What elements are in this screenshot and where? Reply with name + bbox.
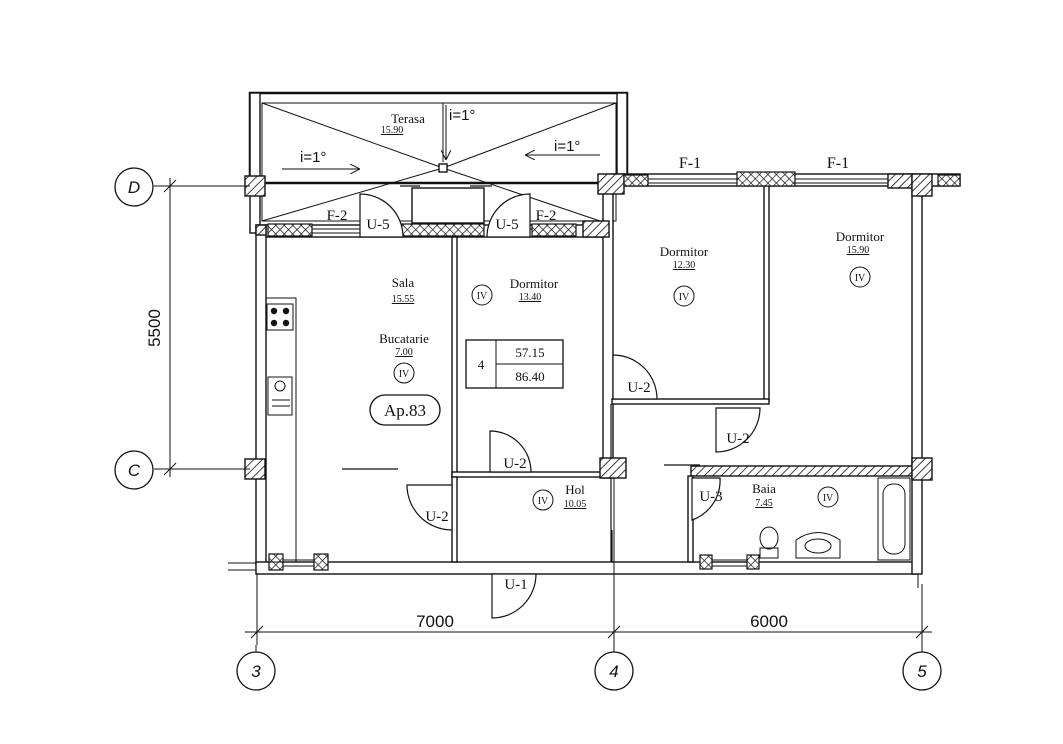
- svg-text:IV: IV: [855, 273, 866, 284]
- class-marks: IV IV IV IV IV IV: [393, 266, 871, 511]
- axis-bubble-d: D: [114, 167, 154, 207]
- door-label-u3: U-3: [699, 489, 722, 505]
- kitchen-counter: [265, 297, 297, 563]
- axis-bubble-5: 5: [902, 651, 942, 691]
- glazing: [228, 178, 919, 588]
- class-iv-mark: IV: [471, 284, 493, 306]
- axis-bubble-3: 3: [236, 651, 276, 691]
- room-area-dormitor-mid: 12.30: [673, 260, 696, 271]
- toilet-icon: [759, 547, 779, 559]
- grid-axes: D C 3 4 5: [114, 167, 942, 691]
- axis-bubble-4: 4: [594, 651, 634, 691]
- door-label-u1: U-1: [504, 577, 527, 593]
- door-label-u5: U-5: [366, 217, 389, 233]
- useful-area: 57.15: [515, 345, 544, 360]
- window-blocks: [267, 171, 961, 571]
- fixtures: [265, 297, 911, 563]
- door-swing-balcony-left: [359, 193, 404, 238]
- svg-text:5: 5: [917, 662, 927, 681]
- built-area: 86.40: [515, 369, 544, 384]
- room-area-baia: 7.45: [755, 498, 773, 509]
- class-iv-mark: IV: [532, 489, 554, 511]
- door-label-u5: U-5: [495, 217, 518, 233]
- room-area-hol: 10.05: [564, 499, 587, 510]
- apartment-label: Ap.83: [369, 394, 441, 426]
- door-swing-bedroom-center: [489, 430, 532, 473]
- bathtub-icon: [877, 477, 911, 561]
- apartment-number: Ap.83: [384, 401, 426, 420]
- slope-label-top: i=1°: [449, 107, 475, 124]
- window-label-f1: F-1: [679, 155, 701, 172]
- svg-text:IV: IV: [823, 493, 834, 504]
- door-label-u2: U-2: [425, 509, 448, 525]
- svg-text:IV: IV: [679, 292, 690, 303]
- room-name-dormitor-center: Dormitor: [510, 276, 559, 291]
- room-area-bucatarie: 7.00: [395, 347, 413, 358]
- room-name-dormitor-right: Dormitor: [836, 229, 885, 244]
- window-label-f1: F-1: [827, 155, 849, 172]
- door-swing-bedroom-right: [715, 407, 761, 453]
- svg-text:IV: IV: [399, 369, 410, 380]
- room-name-dormitor-mid: Dormitor: [660, 244, 709, 259]
- door-swing-living: [406, 484, 453, 531]
- svg-text:IV: IV: [538, 496, 549, 507]
- terrace-right-wall: [616, 92, 628, 184]
- sink-icon: [267, 376, 293, 416]
- washbasin-icon: [795, 532, 841, 559]
- door-label-u2: U-2: [726, 431, 749, 447]
- room-name-hol: Hol: [565, 482, 585, 497]
- class-iv-mark: IV: [393, 362, 415, 384]
- dimension-lines: 5500 7000 6000: [145, 178, 932, 645]
- terrace-parapet: [411, 187, 485, 224]
- room-labels: Terasa 15.90 Sala 15.55 Bucatarie 7.00 D…: [379, 111, 885, 510]
- slope-label-right: i=1°: [554, 138, 580, 155]
- svg-text:IV: IV: [477, 291, 488, 302]
- room-name-baia: Baia: [752, 481, 776, 496]
- room-name-terasa: Terasa: [391, 111, 425, 126]
- room-area-terasa: 15.90: [381, 125, 404, 136]
- axis-bubble-c: C: [114, 450, 154, 490]
- terrace-left-wall: [249, 92, 261, 234]
- room-area-dormitor-right: 15.90: [847, 245, 870, 256]
- class-iv-mark: IV: [817, 486, 839, 508]
- dimension-right-span: 6000: [750, 612, 788, 631]
- room-name-bucatarie: Bucatarie: [379, 331, 429, 346]
- door-swing-entry: [491, 573, 537, 619]
- door-swing-balcony-right: [486, 193, 531, 238]
- window-label-f2: F-2: [327, 208, 348, 224]
- slope-labels: i=1° i=1° i=1°: [300, 107, 580, 166]
- door-label-u2: U-2: [503, 456, 526, 472]
- dimension-vertical: 5500: [145, 309, 164, 347]
- door-swing-bath: [691, 477, 721, 521]
- columns: [244, 173, 933, 481]
- area-summary-table: 4 57.15 86.40: [465, 339, 564, 389]
- dimension-left-span: 7000: [416, 612, 454, 631]
- door-label-u2: U-2: [627, 380, 650, 396]
- svg-text:D: D: [128, 178, 140, 197]
- svg-text:4: 4: [609, 662, 618, 681]
- doors: [359, 193, 761, 619]
- class-iv-mark: IV: [673, 285, 695, 307]
- class-iv-mark: IV: [849, 266, 871, 288]
- opening-labels: F-1 F-1 F-2 F-2 U-5 U-5 U-2 U-2 U-2 U-2 …: [327, 155, 850, 593]
- svg-text:3: 3: [251, 662, 261, 681]
- room-name-sala: Sala: [392, 275, 415, 290]
- rooms-count: 4: [478, 357, 485, 372]
- room-area-sala: 15.55: [392, 294, 415, 305]
- slope-label-left: i=1°: [300, 149, 326, 166]
- door-swing-bedroom-mid: [612, 354, 658, 400]
- svg-text:C: C: [128, 461, 141, 480]
- stove-icon: [266, 303, 294, 331]
- window-label-f2: F-2: [536, 208, 557, 224]
- room-area-dormitor-center: 13.40: [519, 292, 542, 303]
